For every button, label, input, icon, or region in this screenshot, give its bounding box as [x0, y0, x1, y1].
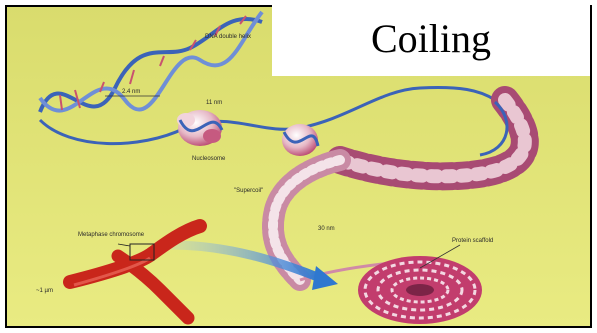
nucleosome-label: Nucleosome: [192, 156, 226, 162]
nucleosome: [282, 124, 318, 156]
fiber-width-label: 30 nm: [318, 226, 335, 232]
nucleosome-width-label: 11 nm: [206, 100, 222, 106]
chromosome-width-label: ~1 µm: [36, 288, 53, 294]
helix-width-label: 2.4 nm: [122, 89, 140, 95]
metaphase-chromosome-label: Metaphase chromosome: [78, 232, 145, 238]
supercoil-label: "Supercoil": [234, 188, 263, 194]
slide-title: Coiling: [272, 0, 590, 76]
protein-scaffold-label: Protein scaffold: [452, 238, 493, 244]
dna-helix-label: DNA double helix: [205, 34, 251, 40]
